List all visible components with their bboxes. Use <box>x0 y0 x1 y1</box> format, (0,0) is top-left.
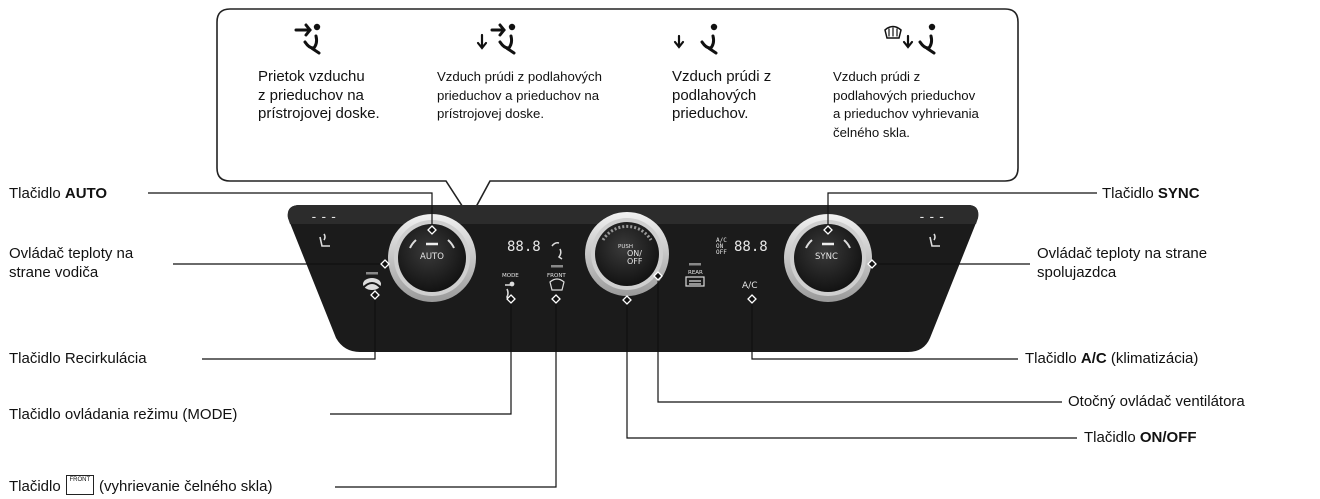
seat-heater-left-dashes: --- <box>310 210 340 225</box>
mode-panel-icon <box>505 281 515 300</box>
seat-heater-right-icon <box>929 233 940 247</box>
callout-sync: Tlačidlo SYNC <box>1102 185 1200 202</box>
callout-auto: Tlačidlo AUTO <box>9 185 108 202</box>
ac-button[interactable]: A/C <box>742 281 758 291</box>
mode-description-bilevel: Vzduch prúdi z podlahových prieduchov a … <box>437 69 602 121</box>
callout-mode: Tlačidlo ovládania režimu (MODE) <box>9 406 238 423</box>
vent-face-icon <box>294 23 321 55</box>
mode-button[interactable]: MODE <box>502 273 519 279</box>
mode-description-floor-defrost: Vzduch prúdi z podlahových prieduchov a … <box>833 69 979 140</box>
driver-temp-display: 88.8 <box>507 239 541 255</box>
front-defrost-icon <box>549 278 565 291</box>
auto-button[interactable]: AUTO <box>420 252 444 262</box>
passenger-temp-knob <box>784 214 872 302</box>
on-off-button[interactable]: ON/ OFF <box>627 249 643 266</box>
callout-driver-temp: Ovládač teploty na strane vodiča <box>9 245 134 281</box>
push-label: PUSH <box>618 244 633 250</box>
display-mode-icon <box>551 242 563 260</box>
callout-fan: Otočný ovládač ventilátora <box>1068 393 1245 410</box>
callout-on-off: Tlačidlo ON/OFF <box>1084 429 1197 446</box>
callout-front-defrost: Tlačidlo FRONT (vyhrievanie čelného skla… <box>9 475 273 496</box>
leader-dots <box>370 225 877 305</box>
mode-description-floor: Vzduch prúdi z podlahových prieduchov. <box>672 68 772 122</box>
callout-recirculation: Tlačidlo Recirkulácia <box>9 350 147 367</box>
leader-lines <box>148 192 1097 488</box>
sync-button[interactable]: SYNC <box>815 252 838 262</box>
vent-bilevel-icon <box>476 23 516 55</box>
ac-on-off-indicator: A/C ON OFF <box>716 237 727 256</box>
driver-temp-knob <box>388 214 476 302</box>
front-defrost-inline-icon: FRONT <box>65 475 94 496</box>
fan-knob <box>585 212 669 296</box>
callout-ac: Tlačidlo A/C (klimatizácia) <box>1025 350 1199 367</box>
vent-floor-defrost-icon <box>884 23 936 55</box>
seat-heater-left-icon <box>319 233 330 247</box>
mode-description-face: Prietok vzduchu z prieduchov na prístroj… <box>258 68 380 122</box>
recirculation-icon <box>362 278 382 290</box>
seat-heater-right-dashes: --- <box>918 210 948 225</box>
passenger-temp-display: 88.8 <box>734 239 768 255</box>
callout-passenger-temp: Ovládač teploty na strane spolujazdca <box>1037 245 1208 281</box>
rear-defrost-button[interactable]: REAR <box>688 270 703 276</box>
rear-defrost-icon <box>685 276 705 287</box>
mode-callout-bubble <box>216 8 1019 220</box>
front-defrost-button[interactable]: FRONT <box>547 273 566 279</box>
vent-floor-icon <box>673 23 718 55</box>
